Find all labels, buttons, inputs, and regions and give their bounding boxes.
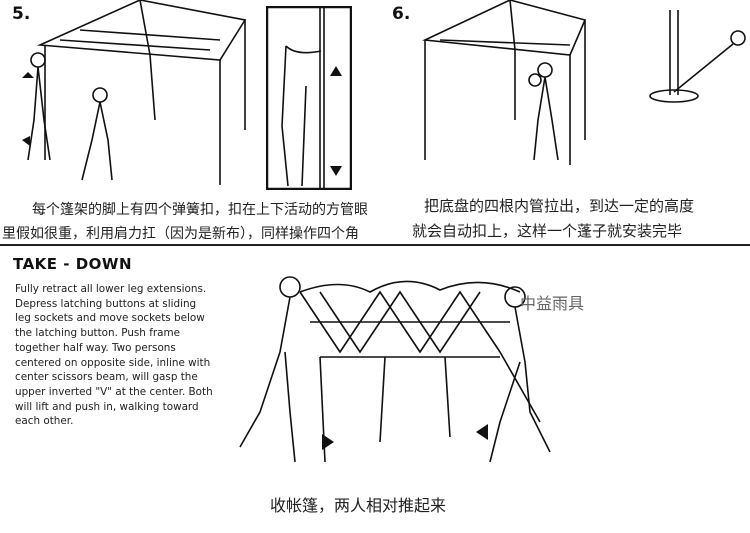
stake-illustration (649, 10, 746, 103)
step-5-detail-illustration (266, 6, 352, 190)
takedown-illustration (239, 276, 551, 463)
step-6-caption-line-1: 把底盘的四根内管拉出，到达一定的高度 (424, 197, 695, 215)
takedown-instructions: Fully retract all lower leg extensions. … (15, 283, 213, 428)
step-5-canopy-illustration (22, 0, 247, 185)
step-5-caption-line-1: 每个篷架的脚上有四个弹簧扣，扣在上下活动的方管眼 (32, 202, 368, 218)
takedown-caption: 收帐篷，两人相对推起来 (270, 496, 447, 515)
step-6-caption-line-2: 就会自动扣上，这样一个蓬子就安装完毕 (412, 222, 683, 240)
takedown-title: TAKE - DOWN (13, 255, 133, 273)
step-6-number: 6. (392, 4, 411, 24)
watermark: 中益雨具 (520, 294, 585, 313)
step-5-caption-line-2: 里假如很重，利用肩力扛（因为是新布），同样操作四个角 (2, 226, 359, 242)
step-5-number: 5. (12, 4, 31, 24)
step-6-canopy-illustration (422, 0, 587, 165)
section-divider (0, 244, 750, 246)
